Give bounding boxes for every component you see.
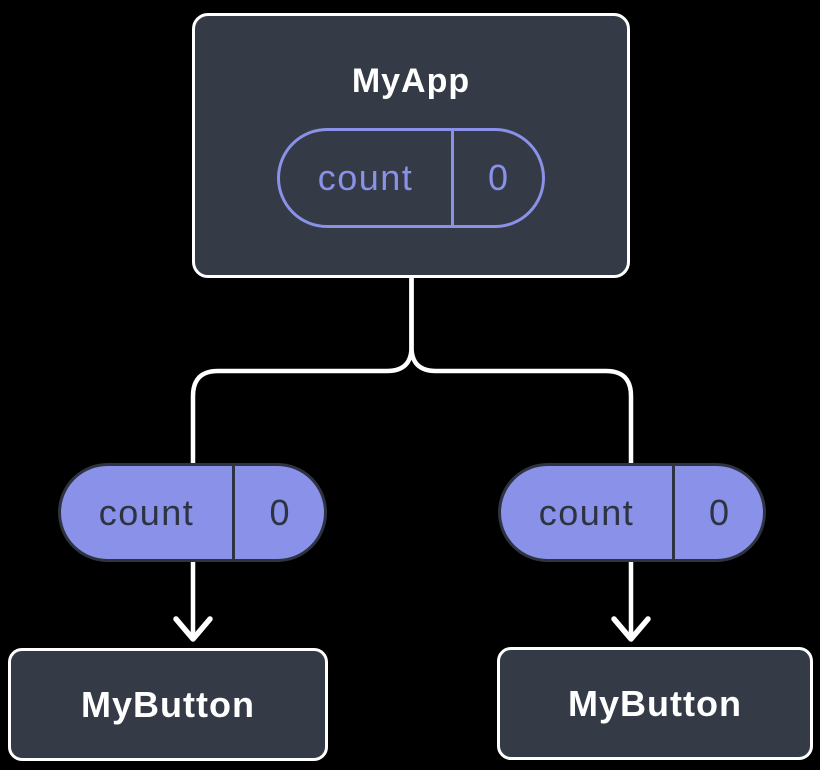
state-value-label: 0	[487, 157, 509, 198]
prop-name-label: count	[98, 491, 195, 533]
node-myapp-title: MyApp	[351, 62, 471, 100]
node-mybutton-right: MyButton	[497, 647, 813, 760]
prop-name-label: count	[538, 491, 635, 533]
arrowhead-right-icon	[611, 616, 651, 642]
prop-value-label: 0	[708, 491, 730, 533]
node-mybutton-left: MyButton	[8, 648, 328, 761]
branch-left-line	[190, 278, 414, 637]
prop-value-label: 0	[269, 491, 290, 533]
pill-divider	[451, 131, 454, 225]
arrowhead-left-icon	[173, 616, 213, 642]
prop-pill-right: count 0	[498, 463, 766, 562]
branch-right-line	[409, 278, 634, 637]
prop-pill-left: count 0	[58, 463, 327, 562]
pill-divider	[232, 466, 235, 559]
node-myapp: MyApp count 0	[192, 13, 630, 278]
pill-divider	[672, 466, 675, 559]
state-pill-myapp: count 0	[277, 128, 545, 228]
node-mybutton-title: MyButton	[81, 683, 255, 725]
state-name-label: count	[317, 157, 414, 198]
node-mybutton-title: MyButton	[568, 682, 742, 724]
